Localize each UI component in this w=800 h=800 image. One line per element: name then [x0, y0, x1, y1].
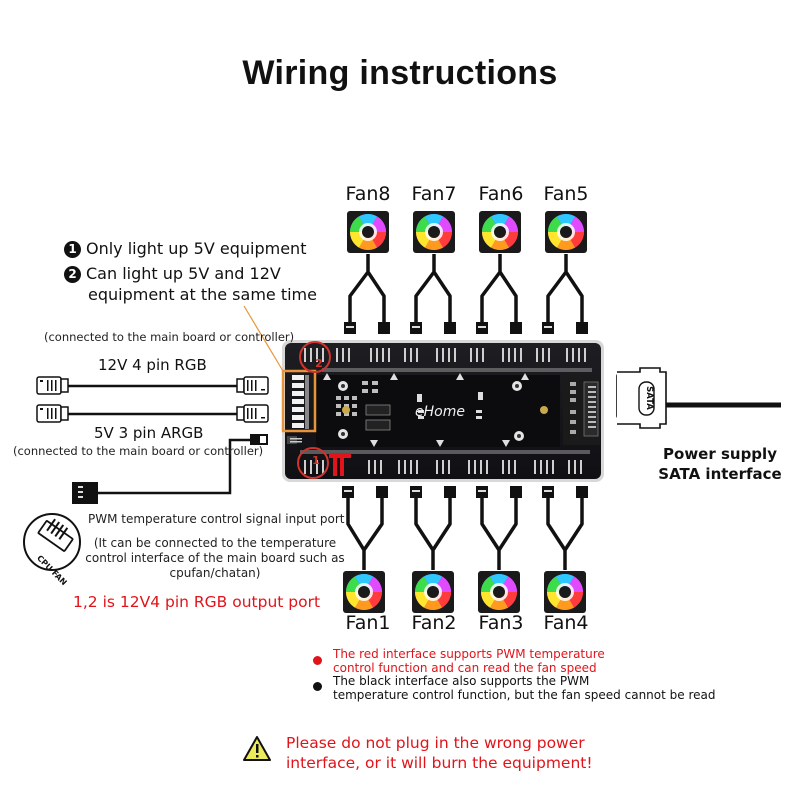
fan-label-fan4: Fan4 — [543, 612, 589, 634]
fan-1 — [343, 571, 385, 613]
note-2-badge: 2 — [64, 266, 81, 283]
fan-hub-board — [282, 340, 604, 482]
top-fans — [347, 211, 587, 253]
pwm-port-description: (It can be connected to the temperature … — [85, 536, 345, 580]
legend-red-interface: The red interface supports PWM temperatu… — [333, 647, 605, 675]
black-interface-dot — [313, 682, 322, 691]
rgb-cable-12v — [36, 376, 269, 395]
page-title: Wiring instructions — [242, 54, 558, 92]
fan-label-fan7: Fan7 — [411, 183, 457, 205]
pwm-cable — [72, 434, 268, 504]
fan-label-fan3: Fan3 — [478, 612, 524, 634]
fan-label-fan8: Fan8 — [345, 183, 391, 205]
fan-5 — [545, 211, 587, 253]
rgb-connected-note-bottom: (connected to the main board or controll… — [13, 444, 264, 458]
fan-label-fan6: Fan6 — [478, 183, 524, 205]
warning-message: Please do not plug in the wrong power in… — [286, 734, 593, 772]
fan-2 — [412, 571, 454, 613]
sata-connector-label: SATA — [644, 386, 654, 410]
rgb-12v-label: 12V 4 pin RGB — [98, 356, 207, 374]
argb-5v-label: 5V 3 pin ARGB — [94, 424, 204, 442]
fan-label-fan5: Fan5 — [543, 183, 589, 205]
top-splitter-plugs — [344, 322, 588, 334]
fan-7 — [413, 211, 455, 253]
warning-triangle-icon — [243, 736, 271, 761]
bottom-splitter-plugs — [342, 486, 588, 498]
rgb-port-highlight — [281, 369, 317, 433]
rgb-cable-5v — [36, 404, 269, 423]
pwm-port-title: PWM temperature control signal input por… — [88, 512, 345, 526]
fan-6 — [479, 211, 521, 253]
bottom-splitter-cables — [346, 498, 584, 570]
cpu-fan-icon: CPU FAN — [23, 513, 81, 587]
svg-text:1: 1 — [312, 454, 320, 467]
bottom-fans — [343, 571, 586, 613]
note-2-continued: equipment at the same time — [88, 285, 317, 304]
legend-black-interface: The black interface also supports the PW… — [333, 674, 716, 702]
fan-8 — [347, 211, 389, 253]
red-interface-dot — [313, 656, 322, 665]
rgb-connected-note-top: (connected to the main board or controll… — [44, 330, 295, 344]
port-marker-1 — [297, 447, 329, 479]
hub-brand-logo: eHome — [415, 404, 465, 420]
note-1-badge: 1 — [64, 241, 81, 258]
fan-label-fan2: Fan2 — [411, 612, 457, 634]
fan-3 — [478, 571, 520, 613]
fan-label-fan1: Fan1 — [345, 612, 391, 634]
port-marker-2 — [299, 341, 331, 373]
fan-4 — [544, 571, 586, 613]
rgb-output-port-note: 1,2 is 12V4 pin RGB output port — [73, 593, 321, 611]
top-splitter-cables — [348, 254, 584, 322]
rgb-pointer-line — [243, 305, 284, 372]
svg-text:2: 2 — [315, 357, 323, 370]
sata-connector: SATA — [616, 367, 781, 429]
power-supply-caption: Power supply SATA interface — [658, 445, 782, 483]
